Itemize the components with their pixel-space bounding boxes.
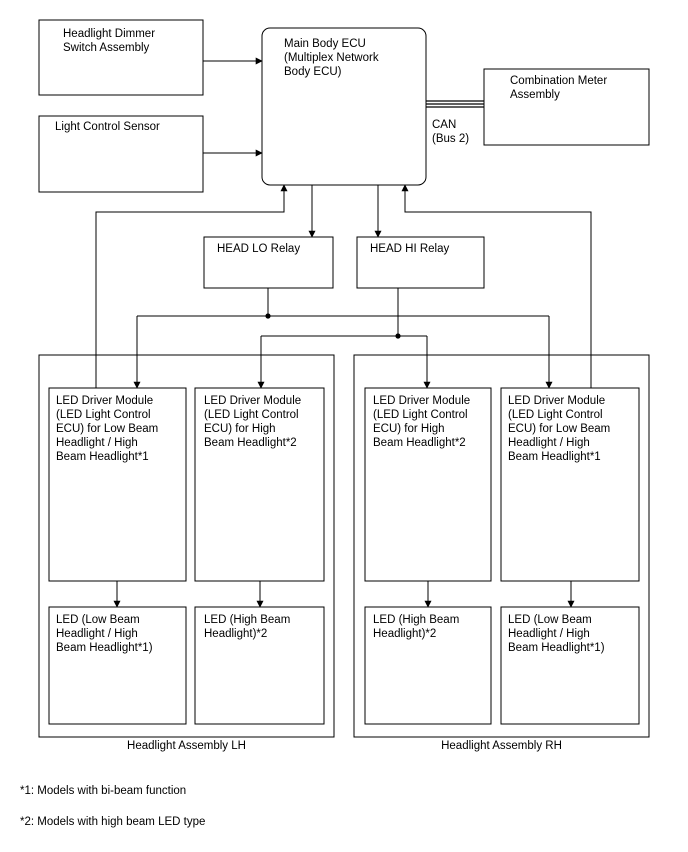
lh-feedback-line xyxy=(95,184,288,388)
headlight-assembly-lh-outline xyxy=(38,354,335,738)
light-control-sensor-box xyxy=(38,115,204,193)
head-lo-relay-label: HEAD LO Relay xyxy=(217,243,301,255)
can-bus-lines xyxy=(426,100,484,108)
dimmer-switch-label: Headlight Dimmer Switch Assembly xyxy=(63,28,156,54)
rh-high-led-label: LED (High Beam Headlight)*2 xyxy=(373,614,460,640)
lo-junction-dot xyxy=(265,313,271,319)
head-hi-relay-box xyxy=(356,236,485,289)
main-body-ecu-label: Main Body ECU (Multiplex Network Body EC… xyxy=(284,38,379,78)
can-bus-label: CAN (Bus 2) xyxy=(432,119,470,145)
footnote-2: *2: Models with high beam LED type xyxy=(20,816,206,828)
headlight-assembly-rh-outline xyxy=(353,354,650,738)
headlight-assembly-lh-label: Headlight Assembly LH xyxy=(127,740,246,752)
lh-low-driver-label: LED Driver Module (LED Light Control ECU… xyxy=(56,395,159,463)
hi-junction-dot xyxy=(395,333,401,339)
lh-high-led-label: LED (High Beam Headlight)*2 xyxy=(204,614,291,640)
rh-high-driver-label: LED Driver Module (LED Light Control ECU… xyxy=(373,395,471,449)
footnote-1: *1: Models with bi-beam function xyxy=(20,785,187,797)
rh-feedback-line xyxy=(401,184,592,388)
lh-low-led-label: LED (Low Beam Headlight / High Beam Head… xyxy=(56,614,153,654)
rh-low-driver-box xyxy=(500,387,640,582)
dimmer-switch-box xyxy=(38,19,204,96)
headlight-assembly-rh-label: Headlight Assembly RH xyxy=(441,740,562,752)
lh-high-driver-label: LED Driver Module (LED Light Control ECU… xyxy=(204,395,302,449)
rh-low-led-label: LED (Low Beam Headlight / High Beam Head… xyxy=(508,614,605,654)
light-control-sensor-label: Light Control Sensor xyxy=(55,121,160,133)
rh-low-driver-label: LED Driver Module (LED Light Control ECU… xyxy=(508,395,611,463)
combination-meter-label: Combination Meter Assembly xyxy=(510,75,608,101)
head-hi-relay-label: HEAD HI Relay xyxy=(370,243,450,255)
